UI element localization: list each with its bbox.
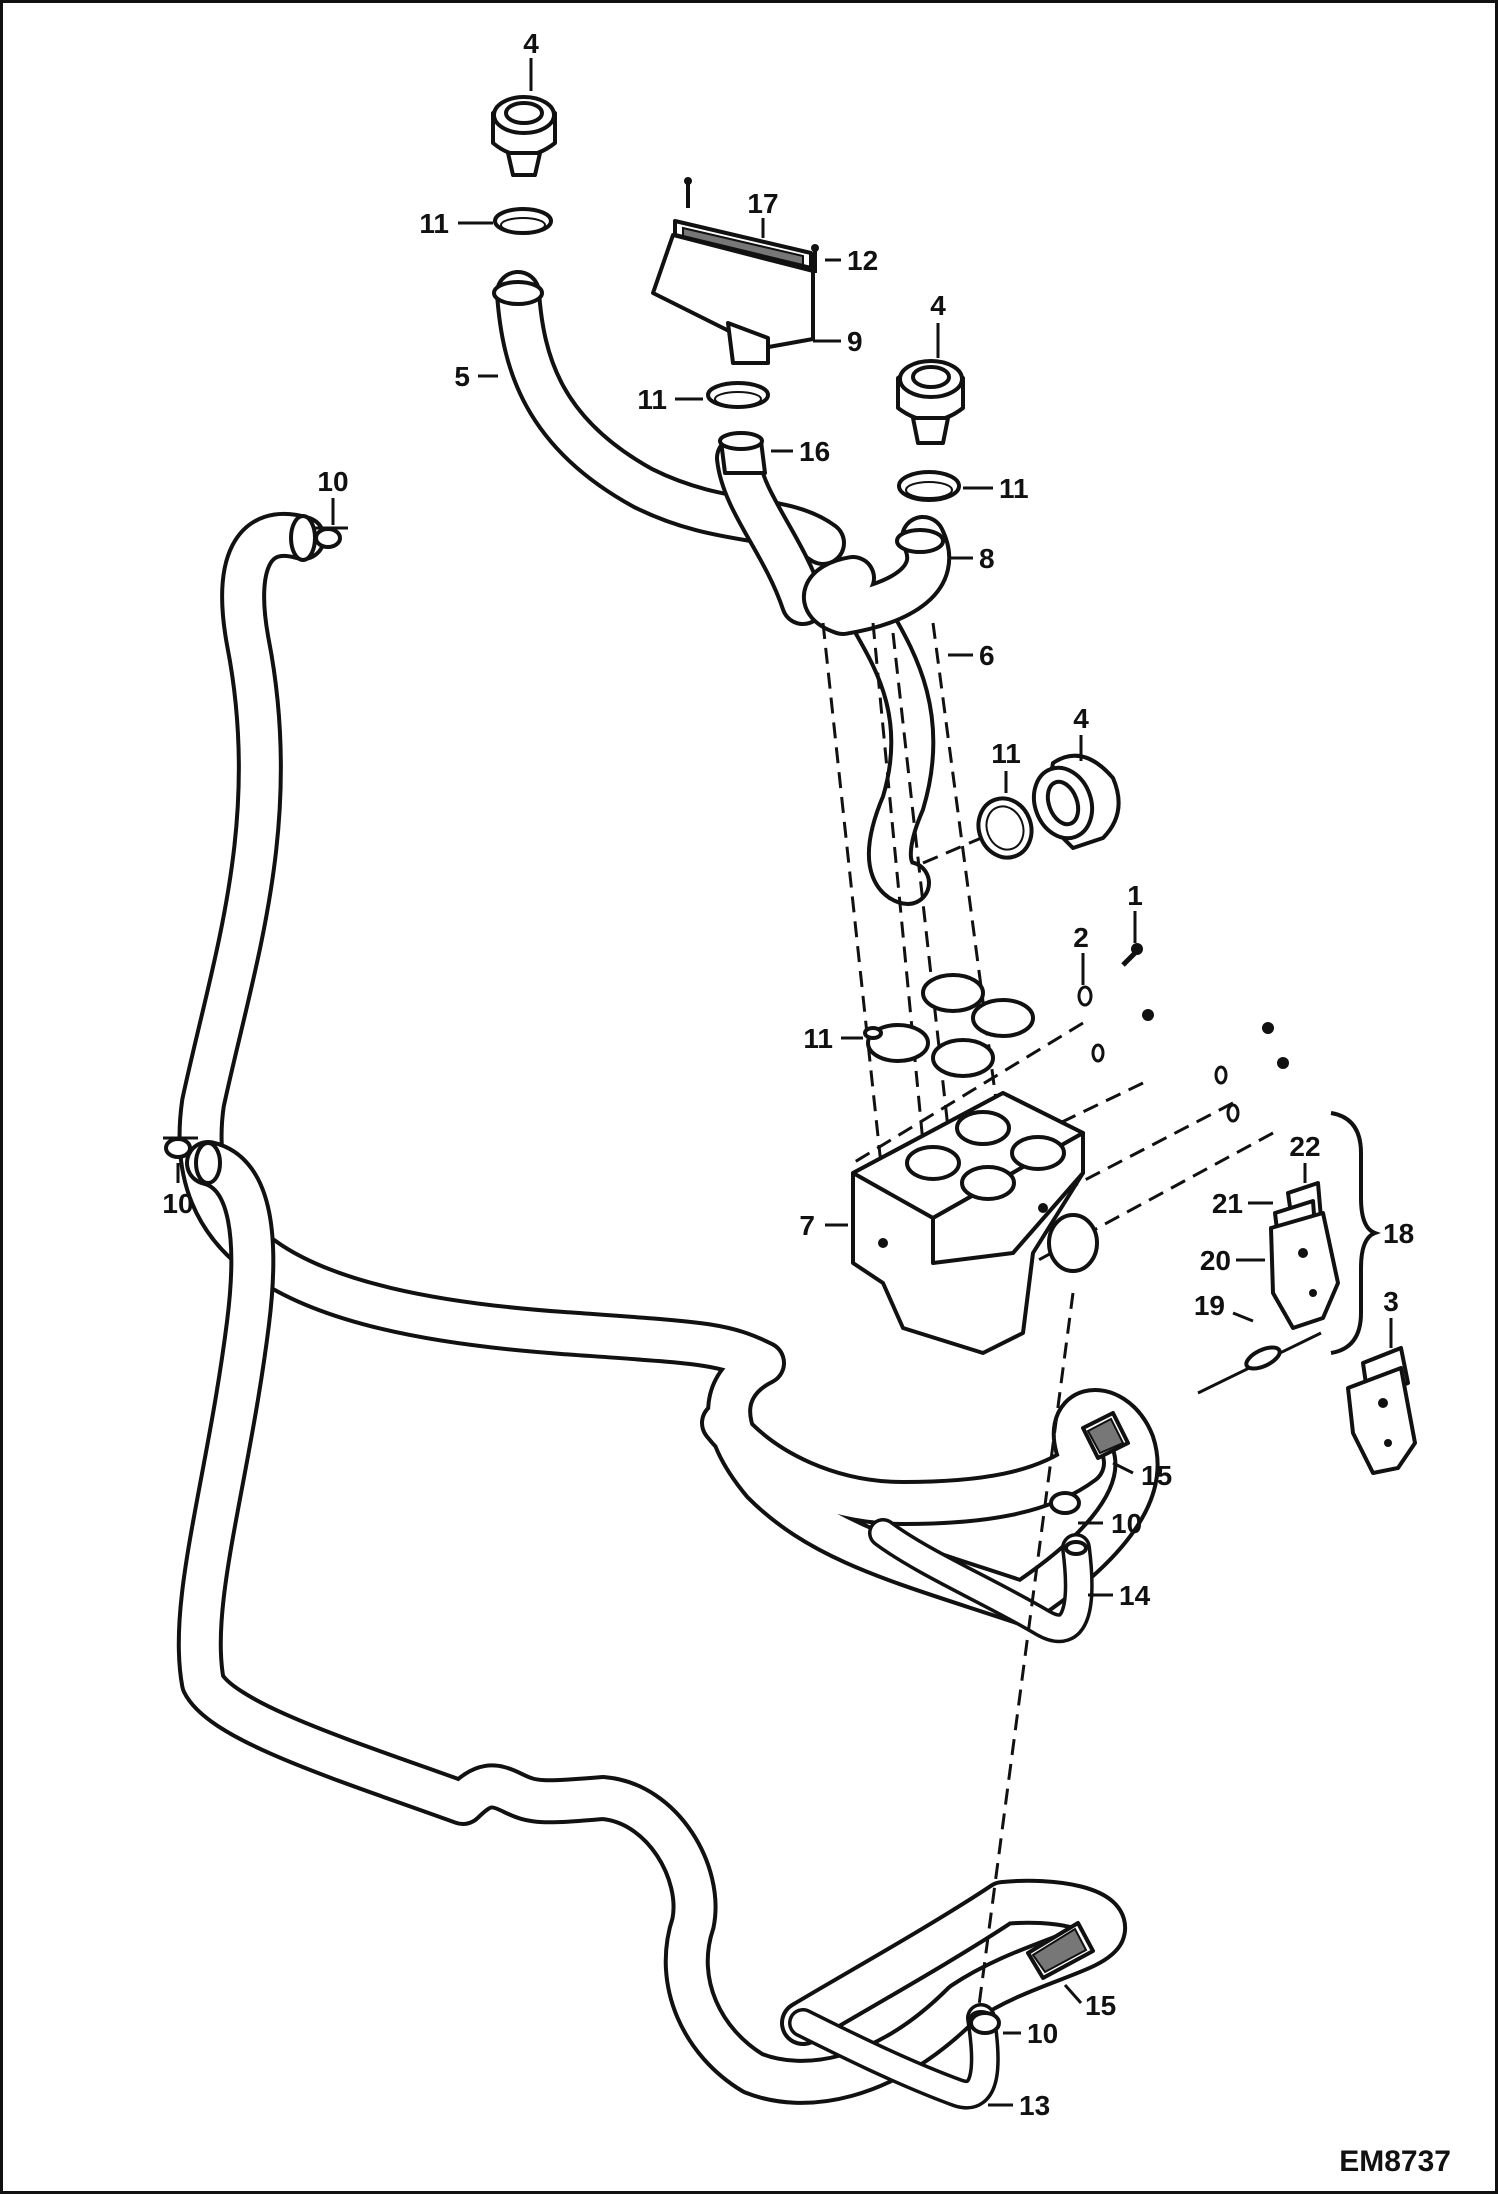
callout-11-mid: 11: [637, 384, 667, 415]
clamp-11-side: [976, 796, 1034, 860]
hose-8-end: [895, 528, 945, 554]
clamp-11-mid: [706, 381, 770, 409]
hose-14-end: [1064, 1540, 1088, 1556]
callout-17: 17: [747, 188, 778, 219]
sleeve-15-upper: [1081, 1411, 1130, 1460]
callout-10-right: 10: [1111, 1508, 1142, 1539]
clamps-11-cluster: [863, 973, 1035, 1078]
callout-10-bottom: 10: [1027, 2018, 1058, 2049]
callout-labels: 4 11 17 12 9 5 11 16 4 11 8 6 4 11 1 2 1…: [162, 28, 1414, 2121]
callout-15-lower: 15: [1085, 1990, 1116, 2021]
callout-11-cluster: 11: [803, 1023, 833, 1054]
callout-18: 18: [1383, 1218, 1414, 1249]
callout-15-upper: 15: [1141, 1460, 1172, 1491]
clamp-11-right: [897, 470, 961, 502]
hose-13: [788, 2003, 1000, 2110]
callout-5: 5: [454, 361, 470, 392]
callout-7: 7: [799, 1210, 815, 1241]
callout-11-right: 11: [999, 473, 1029, 504]
hose-14: [868, 1518, 1094, 1644]
callout-2: 2: [1073, 922, 1089, 953]
callout-9: 9: [847, 326, 863, 357]
callout-19: 19: [1194, 1290, 1225, 1321]
callout-4-mid: 4: [930, 290, 946, 321]
hose-5-end: [492, 280, 544, 306]
callout-4-side: 4: [1073, 703, 1089, 734]
leader-lines: [176, 58, 1393, 2107]
group-brace-18: [1330, 1111, 1381, 1355]
valve-3: [1346, 1346, 1417, 1475]
callout-11-side: 11: [991, 738, 1021, 769]
callout-10-lower-left: 10: [162, 1188, 193, 1219]
duct-16-wye: [715, 435, 826, 626]
clip-10-lower-left: [163, 1136, 198, 1159]
screw-top: [684, 177, 692, 208]
left-lower-hose: [176, 1140, 1127, 2105]
callout-8: 8: [979, 543, 995, 574]
callout-10-top-left: 10: [317, 466, 348, 497]
heater-box-7: [851, 1091, 1099, 1355]
duct-16: [718, 431, 767, 475]
callout-11-top: 11: [419, 208, 449, 239]
callout-14: 14: [1119, 1580, 1151, 1611]
hose-8: [802, 515, 952, 636]
screw-1: [1121, 943, 1143, 967]
vent-4-top: [491, 95, 557, 177]
callout-4-top: 4: [523, 28, 539, 59]
defrost-nozzle-17: [651, 219, 815, 365]
left-upper-hose: [177, 511, 1160, 1626]
clip-10-bottom: [969, 2011, 1001, 2035]
cable-19: [1197, 1331, 1322, 1395]
clip-10-right: [1049, 1491, 1081, 1515]
vent-4-mid: [896, 359, 965, 445]
callout-1: 1: [1127, 880, 1143, 911]
callout-22: 22: [1289, 1131, 1320, 1162]
callout-16: 16: [799, 436, 830, 467]
clip-10-top-left: [313, 526, 348, 549]
callout-13: 13: [1019, 2090, 1050, 2121]
clamp-11-top: [493, 207, 553, 235]
callout-21: 21: [1212, 1188, 1243, 1219]
valve-body-20: [1269, 1211, 1340, 1330]
exploded-parts-diagram: 4 11 17 12 9 5 11 16 4 11 8 6 4 11 1 2 1…: [162, 28, 1451, 2178]
callout-6: 6: [979, 640, 995, 671]
sleeve-15-lower: [1026, 1921, 1095, 1980]
hose-end-lower-left: [194, 1141, 222, 1185]
callout-12: 12: [847, 245, 878, 276]
screw-12: [811, 244, 819, 273]
washer-2: [1077, 985, 1093, 1007]
callout-3: 3: [1383, 1286, 1399, 1317]
hose-end-top-left: [289, 514, 317, 562]
figure-code: EM8737: [1339, 2145, 1451, 2178]
vent-4-side: [1031, 753, 1121, 850]
screws-box: [1091, 1009, 1289, 1123]
callout-20: 20: [1200, 1245, 1231, 1276]
